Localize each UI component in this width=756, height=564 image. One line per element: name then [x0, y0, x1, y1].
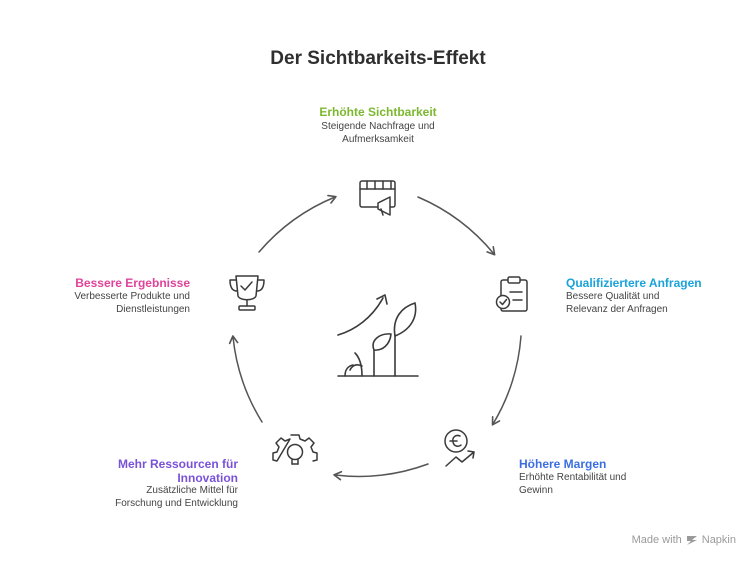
gear-lightbulb-icon — [272, 434, 318, 465]
node-description: Steigende Nachfrage und Aufmerksamkeit — [321, 121, 435, 145]
arrow-ergebnisse-to-sichtbarkeit — [258, 194, 337, 253]
arrow-anfragen-to-margen — [491, 335, 522, 426]
arrow-sichtbarkeit-to-anfragen — [417, 196, 496, 256]
page-title: Der Sichtbarkeits-Effekt — [270, 48, 486, 69]
arrow-margen-to-ressourcen — [333, 463, 429, 481]
node-heading: Mehr Ressourcen für Innovation — [117, 457, 238, 485]
napkin-logo-icon — [686, 536, 697, 545]
film-megaphone-icon — [359, 180, 396, 216]
growing-plant-icon — [337, 294, 419, 377]
clipboard-checklist-icon — [495, 276, 528, 312]
node-heading: Qualifiziertere Anfragen — [566, 276, 702, 290]
node-description: Erhöhte Rentabilität und Gewinn — [519, 472, 627, 496]
arrow-ressourcen-to-ergebnisse — [228, 335, 263, 423]
made-with-napkin-badge[interactable]: Made with Napkin — [632, 534, 736, 546]
node-description: Verbesserte Produkte und Dienstleistunge… — [74, 291, 190, 315]
brand-prefix: Made with — [631, 534, 682, 546]
node-heading: Bessere Ergebnisse — [75, 276, 190, 290]
trophy-icon — [229, 275, 265, 311]
node-heading: Höhere Margen — [519, 457, 607, 471]
node-heading: Erhöhte Sichtbarkeit — [319, 105, 437, 119]
money-growth-icon — [444, 429, 475, 467]
node-description: Bessere Qualität und Relevanz der Anfrag… — [566, 291, 668, 315]
brand-name: Napkin — [701, 534, 736, 546]
node-description: Zusätzliche Mittel für Forschung und Ent… — [115, 485, 238, 509]
